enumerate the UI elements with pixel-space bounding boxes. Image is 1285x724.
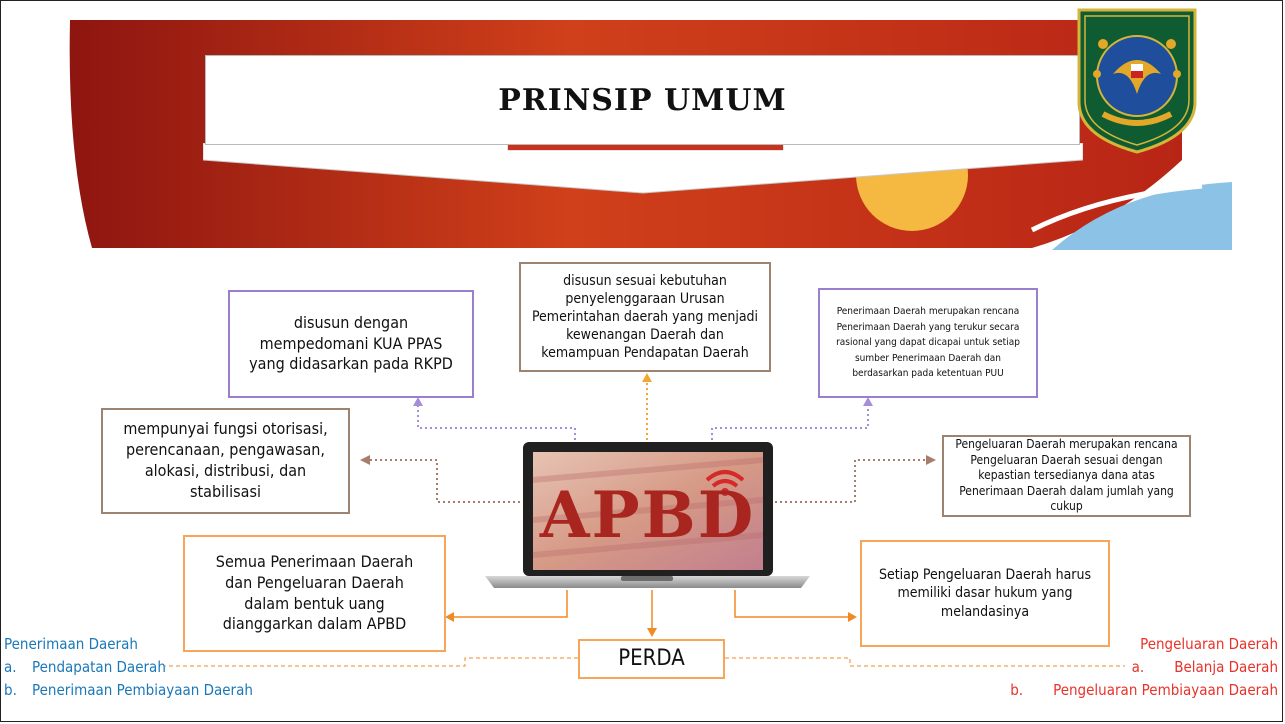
box-semua: Semua Penerimaan Daerah dan Pengeluaran …	[183, 535, 446, 652]
box-semua-text: Semua Penerimaan Daerah dan Pengeluaran …	[215, 551, 414, 634]
list-item: a. Pendapatan Daerah	[4, 656, 253, 679]
box-fungsi: mempunyai fungsi otorisasi, perencanaan,…	[101, 408, 350, 514]
laptop-apbd-illustration	[485, 442, 810, 588]
penerimaan-list: Penerimaan Daerah a. Pendapatan Daerah b…	[4, 633, 253, 702]
list-item-text: Belanja Daerah	[1174, 658, 1278, 676]
pengeluaran-list: Pengeluaran Daerah a. Belanja Daerah b. …	[1010, 633, 1278, 702]
box-rkpd: disusun dengan mempedomani KUA PPAS yang…	[228, 290, 474, 398]
apbd-label: APBD	[539, 478, 756, 553]
box-kebutuhan: disusun sesuai kebutuhan penyelenggaraan…	[519, 262, 771, 372]
penerimaan-heading: Penerimaan Daerah	[4, 635, 138, 653]
box-penerimaan-rencana-text: Penerimaan Daerah merupakan rencana Pene…	[836, 306, 1020, 380]
box-dasar-hukum-text: Setiap Pengeluaran Daerah harus memiliki…	[878, 567, 1092, 620]
slide-title: PRINSIP UMUM	[205, 55, 1080, 145]
list-item-number: b.	[4, 681, 17, 699]
ministry-emblem-logo	[1077, 8, 1197, 154]
list-item-text: Pendapatan Daerah	[32, 658, 166, 676]
pengeluaran-heading: Pengeluaran Daerah	[1140, 635, 1278, 653]
list-item-number: a.	[4, 658, 17, 676]
box-perda: PERDA	[578, 639, 725, 679]
list-item-text: Pengeluaran Pembiayaan Daerah	[1053, 681, 1278, 699]
box-pengeluaran-rencana-text: Pengeluaran Daerah merupakan rencana Pen…	[955, 437, 1178, 514]
list-item: a. Belanja Daerah	[1010, 656, 1278, 679]
list-item: b. Pengeluaran Pembiayaan Daerah	[1010, 679, 1278, 702]
list-item: b. Penerimaan Pembiayaan Daerah	[4, 679, 253, 702]
list-item-number: b.	[1010, 681, 1024, 699]
box-penerimaan-rencana: Penerimaan Daerah merupakan rencana Pene…	[818, 288, 1038, 398]
box-pengeluaran-rencana: Pengeluaran Daerah merupakan rencana Pen…	[942, 435, 1191, 517]
list-item-text: Penerimaan Pembiayaan Daerah	[32, 681, 253, 699]
box-perda-text: PERDA	[618, 645, 685, 671]
box-kebutuhan-text: disusun sesuai kebutuhan penyelenggaraan…	[531, 272, 759, 362]
box-fungsi-text: mempunyai fungsi otorisasi, perencanaan,…	[123, 419, 328, 501]
box-rkpd-text: disusun dengan mempedomani KUA PPAS yang…	[249, 312, 453, 374]
title-chevron	[203, 143, 1083, 194]
box-dasar-hukum: Setiap Pengeluaran Daerah harus memiliki…	[860, 540, 1110, 647]
list-item-number: a.	[1131, 658, 1145, 676]
